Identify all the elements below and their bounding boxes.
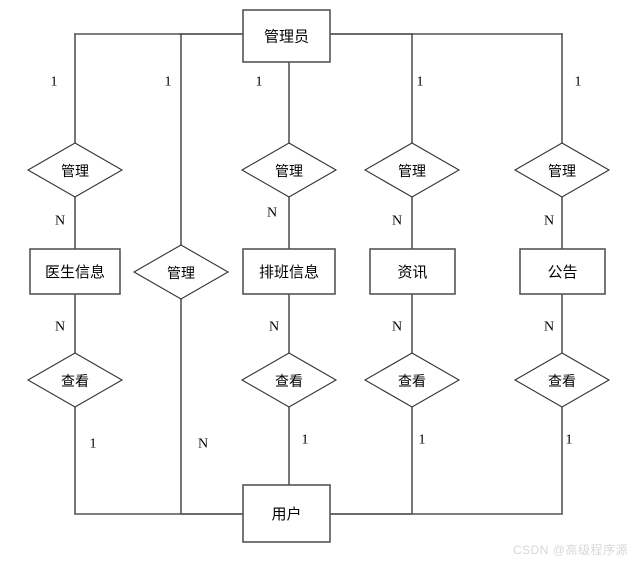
- edge-doctor-to-user: [74, 406, 244, 515]
- cardinality-card-admin-user: 1: [165, 75, 172, 90]
- relationship-label-manage-notice: 管理: [548, 163, 576, 179]
- cardinality-card-view-schedule-n: N: [269, 320, 279, 335]
- relationship-diamond-manage-doctor: [26, 142, 124, 198]
- relationship-view-doctor[interactable]: 查看: [26, 352, 124, 408]
- entity-label-schedule: 排班信息: [259, 264, 319, 281]
- cardinality-card-news-n: N: [392, 214, 402, 229]
- relationship-diamond-manage-user: [132, 244, 230, 300]
- cardinality-card-view-news-n: N: [392, 320, 402, 335]
- entity-box-schedule: [242, 248, 336, 295]
- cardinality-card-admin-doctor: 1: [51, 75, 58, 90]
- relationship-view-news[interactable]: 查看: [363, 352, 461, 408]
- relationship-manage-schedule[interactable]: 管理: [240, 142, 338, 198]
- relationship-diamond-view-doctor: [26, 352, 124, 408]
- entity-news[interactable]: 资讯: [369, 248, 456, 295]
- cardinality-card-admin-news: 1: [417, 75, 424, 90]
- entity-box-news: [369, 248, 456, 295]
- entity-label-notice: 公告: [547, 264, 577, 281]
- relationship-view-notice[interactable]: 查看: [513, 352, 611, 408]
- entity-label-doctor: 医生信息: [45, 264, 105, 281]
- cardinality-card-admin-notice: 1: [575, 75, 582, 90]
- cardinality-card-user-news: 1: [419, 433, 426, 448]
- relationship-label-manage-schedule: 管理: [275, 163, 303, 179]
- entity-box-admin: [242, 9, 331, 63]
- cardinality-card-admin-schedule: 1: [256, 75, 263, 90]
- relationship-diamonds-group: 管理管理管理管理管理查看查看查看查看: [26, 142, 611, 408]
- relationship-label-view-notice: 查看: [548, 373, 576, 389]
- edge-midmgr-to-user: [180, 298, 244, 515]
- cardinality-card-view-doctor-n: N: [55, 320, 65, 335]
- relationship-manage-user[interactable]: 管理: [132, 244, 230, 300]
- relationship-manage-notice[interactable]: 管理: [513, 142, 611, 198]
- cardinality-card-user-manage: N: [198, 437, 208, 452]
- cardinality-card-schedule-n: N: [267, 206, 277, 221]
- relationship-label-view-news: 查看: [398, 373, 426, 389]
- entity-box-user: [242, 484, 331, 543]
- cardinality-card-user-doctor: 1: [90, 437, 97, 452]
- entity-admin[interactable]: 管理员: [242, 9, 331, 63]
- entity-label-admin: 管理员: [264, 29, 309, 46]
- relationship-manage-doctor[interactable]: 管理: [26, 142, 124, 198]
- relationship-diamond-manage-schedule: [240, 142, 338, 198]
- relationship-manage-news[interactable]: 管理: [363, 142, 461, 198]
- cardinality-card-user-notice: 1: [566, 433, 573, 448]
- relationship-label-manage-user: 管理: [167, 265, 195, 281]
- cardinality-card-notice-n: N: [544, 214, 554, 229]
- entity-user[interactable]: 用户: [242, 484, 331, 543]
- connector-lines-group: [74, 33, 563, 515]
- entity-schedule[interactable]: 排班信息: [242, 248, 336, 295]
- relationship-label-manage-doctor: 管理: [61, 163, 89, 179]
- relationship-label-view-doctor: 查看: [61, 373, 89, 389]
- relationship-diamond-view-notice: [513, 352, 611, 408]
- entity-box-notice: [519, 248, 606, 295]
- entity-label-news: 资讯: [397, 264, 427, 281]
- edge-news-to-user: [329, 406, 413, 515]
- relationship-diamond-manage-news: [363, 142, 461, 198]
- relationship-label-view-schedule: 查看: [275, 373, 303, 389]
- csdn-watermark: CSDN @高级程序源: [512, 543, 628, 557]
- edge-notice-to-user: [329, 406, 563, 515]
- relationship-diamond-manage-notice: [513, 142, 611, 198]
- entity-doctor[interactable]: 医生信息: [29, 248, 121, 295]
- relationship-label-manage-news: 管理: [398, 163, 426, 179]
- relationship-diamond-view-schedule: [240, 352, 338, 408]
- entity-box-doctor: [29, 248, 121, 295]
- cardinality-card-doctor-n: N: [55, 214, 65, 229]
- cardinality-card-view-notice-n: N: [544, 320, 554, 335]
- relationship-view-schedule[interactable]: 查看: [240, 352, 338, 408]
- entity-label-user: 用户: [271, 506, 301, 523]
- relationship-diamond-view-news: [363, 352, 461, 408]
- cardinality-card-user-schedule: 1: [302, 433, 309, 448]
- entity-notice[interactable]: 公告: [519, 248, 606, 295]
